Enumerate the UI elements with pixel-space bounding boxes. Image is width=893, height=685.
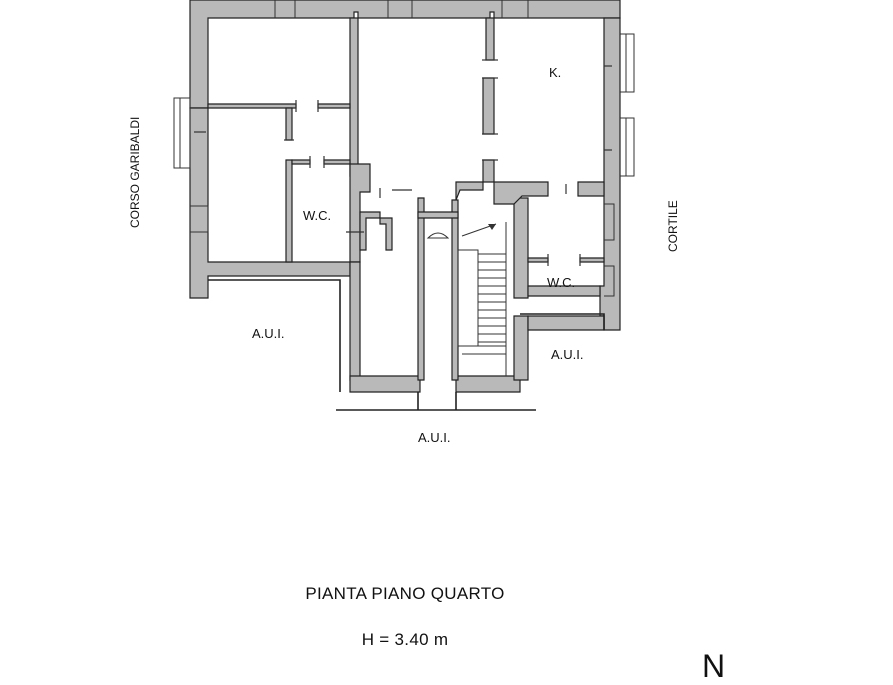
- label-aui-left: A.U.I.: [252, 326, 285, 341]
- floor-plan: CORSO GARIBALDI CORTILE K. W.C. W.C. A.U…: [128, 0, 680, 445]
- label-aui-right: A.U.I.: [551, 347, 584, 362]
- label-wc-right: W.C.: [547, 275, 575, 290]
- label-wc-left: W.C.: [303, 208, 331, 223]
- north-label: N: [702, 648, 726, 684]
- label-aui-bottom: A.U.I.: [418, 430, 451, 445]
- staircase: [457, 222, 507, 376]
- plan-height: H = 3.40 m: [361, 630, 449, 649]
- label-street: CORSO GARIBALDI: [128, 117, 142, 228]
- label-kitchen: K.: [549, 65, 561, 80]
- door-ticks: [194, 59, 612, 266]
- window-marks: [173, 0, 635, 297]
- lift-icon: [426, 232, 450, 239]
- walls: [189, 0, 621, 393]
- label-courtyard: CORTILE: [666, 200, 680, 252]
- plan-title: PIANTA PIANO QUARTO: [305, 584, 505, 603]
- bottom-outline: [208, 279, 605, 411]
